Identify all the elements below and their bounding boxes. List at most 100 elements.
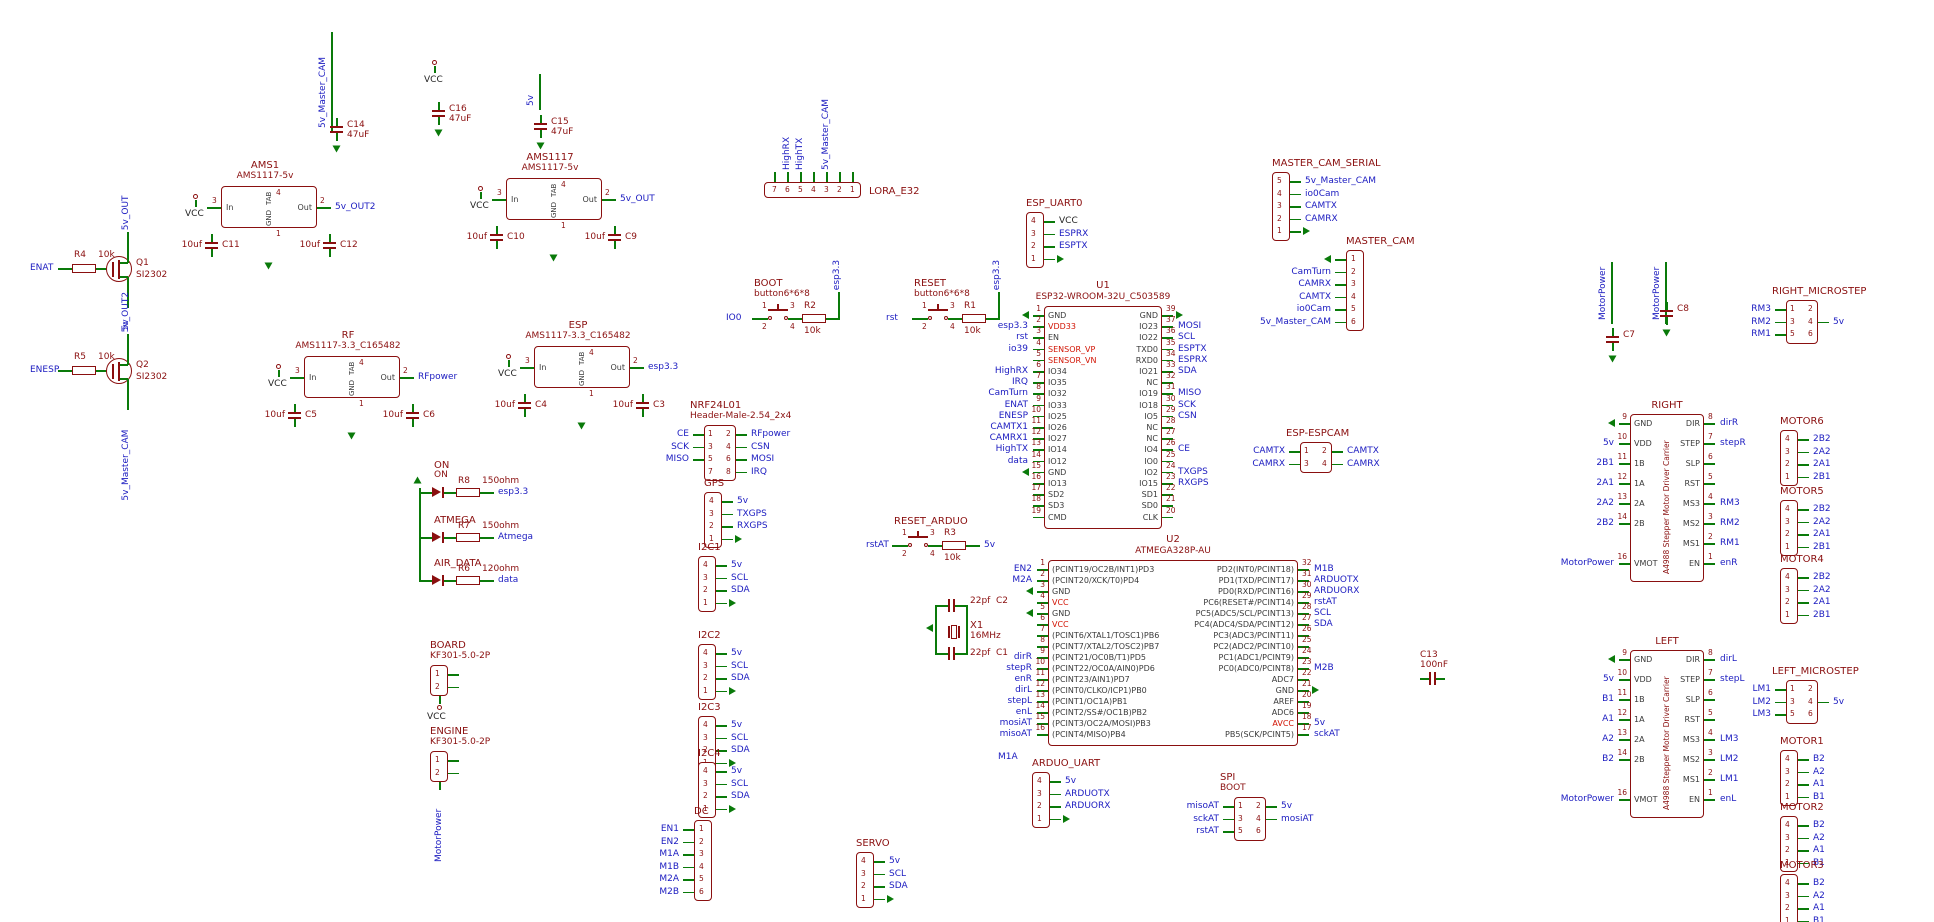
net-label-2A1[interactable]: 2A1 bbox=[1813, 529, 1831, 539]
net-label-5v[interactable]: 5v bbox=[1281, 801, 1293, 811]
net-label-2A1[interactable]: 2A1 bbox=[1596, 478, 1614, 488]
net-label-5v_OUT[interactable]: 5v_OUT bbox=[121, 195, 131, 230]
pin-2A[interactable]: 2A bbox=[1634, 499, 1645, 508]
net-label-5v[interactable]: 5v bbox=[1602, 438, 1614, 448]
pin-NC[interactable]: NC bbox=[1146, 434, 1158, 444]
net-label-CAMTX[interactable]: CAMTX bbox=[1299, 291, 1331, 302]
pin-IO33[interactable]: IO33 bbox=[1048, 400, 1067, 410]
net-label-CSN[interactable]: CSN bbox=[751, 441, 770, 452]
pin-PC5(ADC5/SCL/PCINT13)[interactable]: PC5(ADC5/SCL/PCINT13) bbox=[1195, 609, 1294, 618]
net-label-EN2[interactable]: EN2 bbox=[660, 836, 679, 847]
net-label-SDA[interactable]: SDA bbox=[731, 673, 750, 683]
pin-IO4[interactable]: IO4 bbox=[1144, 445, 1158, 455]
net-label-io39[interactable]: io39 bbox=[1008, 343, 1028, 354]
net-label-CE[interactable]: CE bbox=[1178, 444, 1190, 455]
pin-SLP[interactable]: SLP bbox=[1685, 695, 1700, 704]
net-label-esp3.3[interactable]: esp3.3 bbox=[997, 321, 1028, 332]
net-label-M2A[interactable]: M2A bbox=[1012, 575, 1032, 585]
net-label-SDA[interactable]: SDA bbox=[731, 791, 750, 801]
resistor-body[interactable] bbox=[72, 264, 96, 273]
net-label-MOSI[interactable]: MOSI bbox=[1178, 321, 1202, 332]
pin-(PCINT7/XTAL2/TOSC2)PB7[interactable]: (PCINT7/XTAL2/TOSC2)PB7 bbox=[1052, 642, 1160, 651]
pin-RST[interactable]: RST bbox=[1684, 715, 1700, 724]
ic-body[interactable] bbox=[1630, 414, 1704, 582]
net-label-SDA[interactable]: SDA bbox=[731, 745, 750, 755]
pin-1A[interactable]: 1A bbox=[1634, 479, 1645, 488]
connector-body[interactable] bbox=[1032, 772, 1050, 828]
net-label-ARDUORX[interactable]: ARDUORX bbox=[1065, 801, 1111, 811]
net-label-ENESP[interactable]: ENESP bbox=[998, 410, 1028, 421]
net-label-mosiAT[interactable]: mosiAT bbox=[1281, 813, 1314, 824]
net-label-LM3[interactable]: LM3 bbox=[1752, 709, 1771, 719]
pin-GND[interactable]: GND bbox=[1052, 609, 1071, 618]
net-label-enR[interactable]: enR bbox=[1720, 558, 1738, 568]
net-label-2A1[interactable]: 2A1 bbox=[1813, 597, 1831, 607]
pin-GND[interactable]: GND bbox=[1048, 311, 1067, 320]
ic-body[interactable] bbox=[1044, 306, 1162, 529]
pin-VMOT[interactable]: VMOT bbox=[1634, 795, 1658, 804]
net-label-LM2[interactable]: LM2 bbox=[1752, 696, 1771, 707]
pin-PC2(ADC2/PCINT10)[interactable]: PC2(ADC2/PCINT10) bbox=[1213, 642, 1294, 651]
pin-(PCINT20/XCK/T0)PD4[interactable]: (PCINT20/XCK/T0)PD4 bbox=[1052, 576, 1140, 585]
pin-VDD[interactable]: VDD bbox=[1634, 675, 1652, 684]
pin-IO0[interactable]: IO0 bbox=[1144, 456, 1158, 466]
connector-body[interactable] bbox=[1026, 212, 1044, 268]
net-label-A1[interactable]: A1 bbox=[1602, 714, 1614, 724]
net-label-RM3[interactable]: RM3 bbox=[1751, 304, 1771, 314]
pin-(PCINT4/MISO)PB4[interactable]: (PCINT4/MISO)PB4 bbox=[1052, 730, 1126, 739]
net-label-B2[interactable]: B2 bbox=[1813, 754, 1825, 764]
regulator-body[interactable] bbox=[304, 356, 400, 398]
connector-body[interactable] bbox=[430, 751, 448, 782]
connector-body[interactable] bbox=[698, 556, 716, 612]
pin-MS1[interactable]: MS1 bbox=[1682, 539, 1700, 548]
xtal-body[interactable] bbox=[951, 625, 957, 639]
net-label-Atmega[interactable]: Atmega bbox=[498, 532, 534, 542]
net-label-TXGPS[interactable]: TXGPS bbox=[1178, 466, 1208, 477]
net-label-5v[interactable]: 5v bbox=[984, 540, 996, 550]
power-label-VCC[interactable]: VCC bbox=[1059, 216, 1078, 226]
net-label-rstAT[interactable]: rstAT bbox=[1196, 826, 1219, 836]
pin-(PCINT23/AIN1)PD7[interactable]: (PCINT23/AIN1)PD7 bbox=[1052, 675, 1130, 684]
pin-VDD[interactable]: VDD bbox=[1634, 439, 1652, 448]
net-label-5v_Master_CAM[interactable]: 5v_Master_CAM bbox=[318, 57, 328, 128]
net-label-5v[interactable]: 5v bbox=[1833, 696, 1845, 707]
pin-DIR[interactable]: DIR bbox=[1685, 419, 1700, 428]
net-label-B1[interactable]: B1 bbox=[1813, 915, 1825, 922]
connector-body[interactable] bbox=[1780, 750, 1798, 806]
net-label-stepL[interactable]: stepL bbox=[1007, 696, 1032, 706]
pin-IO5[interactable]: IO5 bbox=[1144, 411, 1158, 421]
net-label-SCL[interactable]: SCL bbox=[731, 660, 749, 671]
resistor-body[interactable] bbox=[456, 488, 480, 497]
net-label-M1B[interactable]: M1B bbox=[1314, 564, 1334, 574]
pin-GND[interactable]: GND bbox=[1139, 311, 1158, 320]
pin-VCC[interactable]: VCC bbox=[1052, 598, 1069, 607]
net-label-CSN[interactable]: CSN bbox=[1178, 410, 1197, 421]
net-label-HighTX[interactable]: HighTX bbox=[795, 137, 805, 170]
net-label-EN1[interactable]: EN1 bbox=[660, 824, 679, 834]
connector-body[interactable] bbox=[1780, 816, 1798, 872]
pin-(PCINT21/OC0B/T1)PD5[interactable]: (PCINT21/OC0B/T1)PD5 bbox=[1052, 653, 1146, 662]
net-label-IRQ[interactable]: IRQ bbox=[1012, 377, 1028, 388]
net-label-ESPTX[interactable]: ESPTX bbox=[1059, 241, 1088, 251]
net-label-dirR[interactable]: dirR bbox=[1013, 652, 1032, 662]
net-label-LM3[interactable]: LM3 bbox=[1720, 734, 1739, 744]
connector-body[interactable] bbox=[1780, 500, 1798, 556]
connector-body[interactable] bbox=[1780, 430, 1798, 486]
pin-IO21[interactable]: IO21 bbox=[1139, 367, 1158, 376]
resistor-body[interactable] bbox=[456, 576, 480, 585]
net-label-CAMRX[interactable]: CAMRX bbox=[1252, 458, 1285, 469]
net-label-5v[interactable]: 5v bbox=[737, 496, 749, 506]
net-label-ENAT[interactable]: ENAT bbox=[1004, 399, 1028, 410]
connector-body[interactable] bbox=[430, 665, 448, 696]
net-label-HighRX[interactable]: HighRX bbox=[782, 136, 792, 170]
net-label-rstAT[interactable]: rstAT bbox=[1314, 597, 1337, 607]
net-label-stepL[interactable]: stepL bbox=[1720, 674, 1745, 684]
net-label-2B2[interactable]: 2B2 bbox=[1813, 504, 1831, 514]
net-label-5v_OUT2[interactable]: 5v_OUT2 bbox=[335, 202, 376, 212]
net-label-2A1[interactable]: 2A1 bbox=[1813, 459, 1831, 469]
pin-RST[interactable]: RST bbox=[1684, 479, 1700, 488]
net-label-SCK[interactable]: SCK bbox=[1178, 399, 1196, 410]
pin-2B[interactable]: 2B bbox=[1634, 755, 1645, 764]
net-label-data[interactable]: data bbox=[1007, 455, 1028, 466]
net-label-A1[interactable]: A1 bbox=[1813, 779, 1825, 789]
